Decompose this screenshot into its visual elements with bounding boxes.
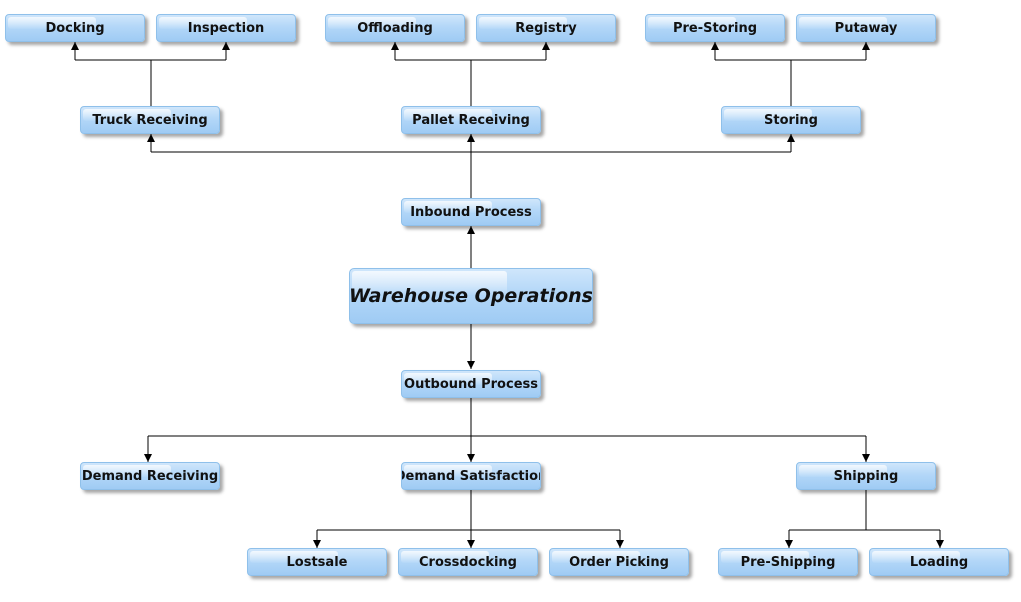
node-warehouse-operations-label: Warehouse Operations bbox=[349, 285, 593, 307]
node-crossdocking[interactable]: Crossdocking bbox=[398, 548, 538, 576]
node-inbound-process-label: Inbound Process bbox=[410, 204, 532, 220]
node-truck-receiving[interactable]: Truck Receiving bbox=[80, 106, 220, 134]
node-pallet-receiving-label: Pallet Receiving bbox=[412, 112, 530, 128]
node-docking-label: Docking bbox=[45, 20, 105, 36]
node-demand-receiving-label: Demand Receiving bbox=[81, 468, 219, 484]
node-registry[interactable]: Registry bbox=[476, 14, 616, 42]
node-offloading-label: Offloading bbox=[357, 20, 433, 36]
node-outbound-process[interactable]: Outbound Process bbox=[401, 370, 541, 398]
node-putaway[interactable]: Putaway bbox=[796, 14, 936, 42]
node-storing-label: Storing bbox=[764, 112, 818, 128]
node-loading[interactable]: Loading bbox=[869, 548, 1009, 576]
node-order-picking-label: Order Picking bbox=[569, 554, 669, 570]
node-demand-receiving[interactable]: Demand Receiving bbox=[80, 462, 220, 490]
node-order-picking[interactable]: Order Picking bbox=[549, 548, 689, 576]
node-shipping-label: Shipping bbox=[833, 468, 899, 484]
node-registry-label: Registry bbox=[515, 20, 577, 36]
node-crossdocking-label: Crossdocking bbox=[419, 554, 517, 570]
node-demand-satisfaction[interactable]: Demand Satisfaction bbox=[401, 462, 541, 490]
node-putaway-label: Putaway bbox=[834, 20, 898, 36]
node-loading-label: Loading bbox=[909, 554, 969, 570]
node-shipping[interactable]: Shipping bbox=[796, 462, 936, 490]
node-docking[interactable]: Docking bbox=[5, 14, 145, 42]
node-pre-storing[interactable]: Pre-Storing bbox=[645, 14, 785, 42]
node-pallet-receiving[interactable]: Pallet Receiving bbox=[401, 106, 541, 134]
node-pre-shipping-label: Pre-Shipping bbox=[740, 554, 836, 570]
node-storing[interactable]: Storing bbox=[721, 106, 861, 134]
node-lostsale[interactable]: Lostsale bbox=[247, 548, 387, 576]
node-inbound-process[interactable]: Inbound Process bbox=[401, 198, 541, 226]
node-inspection-label: Inspection bbox=[187, 20, 265, 36]
node-inspection[interactable]: Inspection bbox=[156, 14, 296, 42]
node-truck-receiving-label: Truck Receiving bbox=[92, 112, 208, 128]
node-lostsale-label: Lostsale bbox=[286, 554, 348, 570]
node-demand-satisfaction-label: Demand Satisfaction bbox=[401, 468, 541, 484]
node-pre-storing-label: Pre-Storing bbox=[672, 20, 758, 36]
node-pre-shipping[interactable]: Pre-Shipping bbox=[718, 548, 858, 576]
node-warehouse-operations[interactable]: Warehouse Operations bbox=[349, 268, 593, 324]
node-outbound-process-label: Outbound Process bbox=[404, 376, 538, 392]
node-offloading[interactable]: Offloading bbox=[325, 14, 465, 42]
